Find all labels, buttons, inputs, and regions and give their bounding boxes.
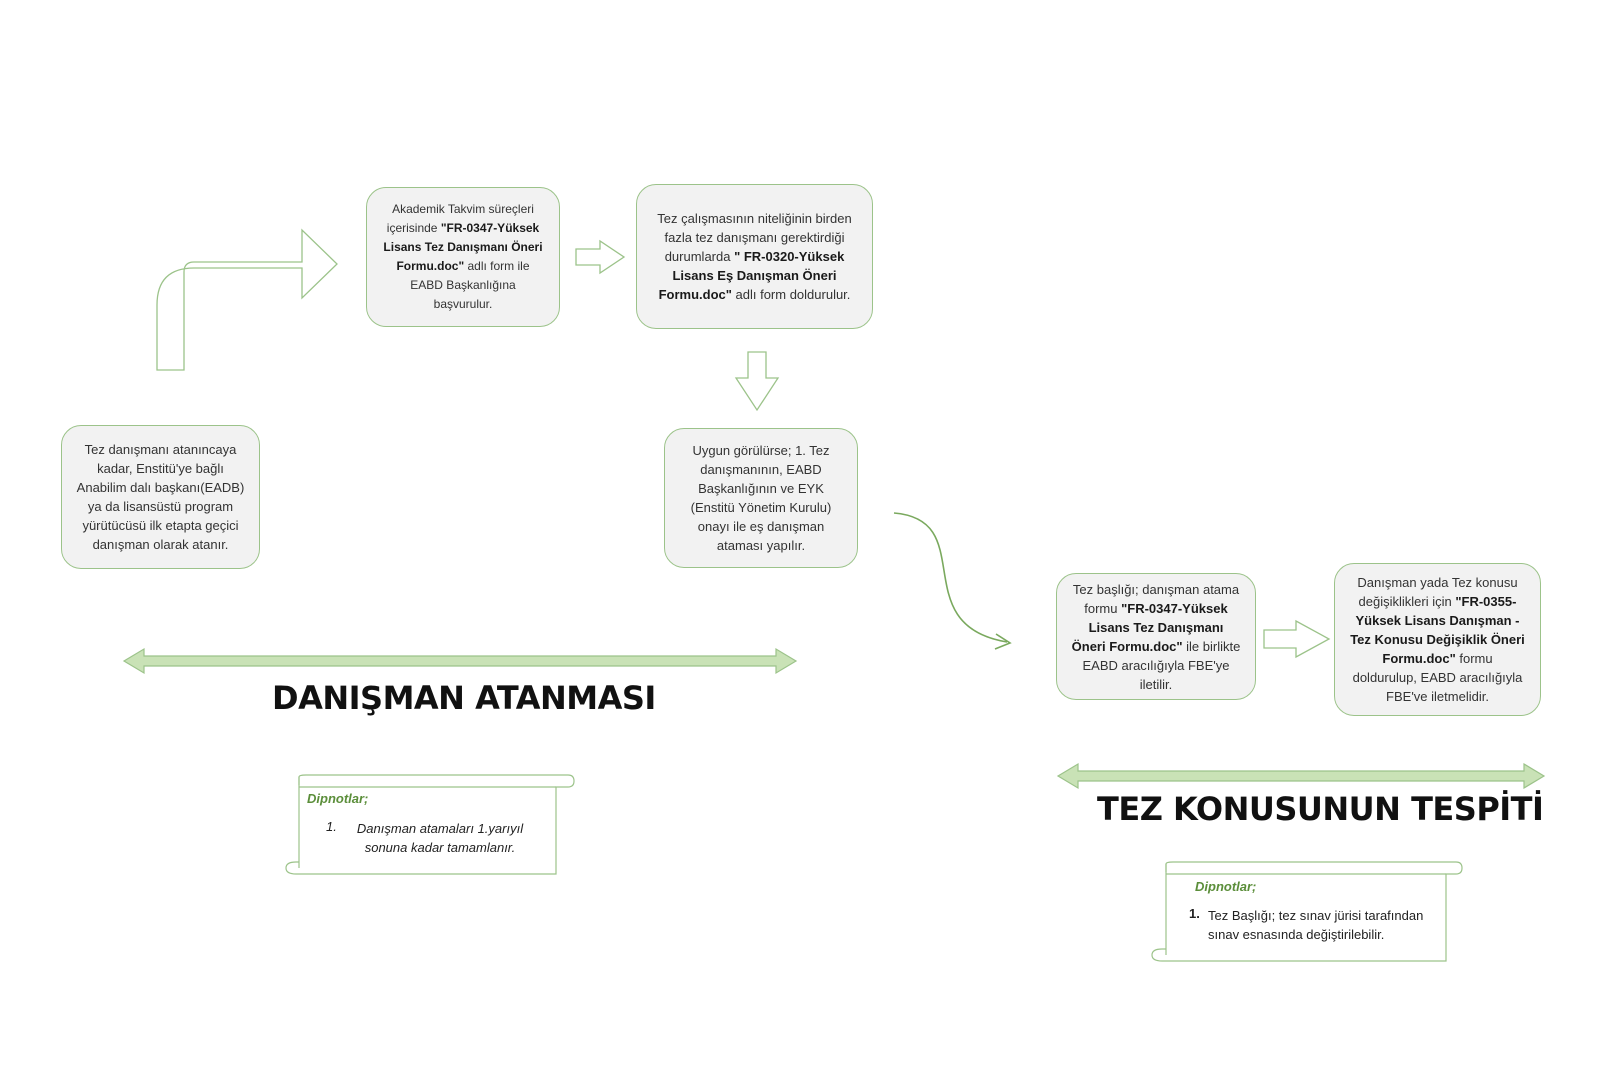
co-advisor-form-text: Tez çalışmasının niteliğinin birden fazl…	[657, 211, 852, 302]
co-advisor-form-name: " FR-0320-Yüksek Lisans Eş Danışman Öner…	[658, 249, 845, 302]
temp-advisor-text: Tez danışmanı atanıncaya kadar, Enstitü'…	[76, 442, 245, 552]
change-request-box: Danışman yada Tez konusu değişiklikleri …	[1334, 563, 1541, 716]
right-arrow-icon	[575, 239, 626, 275]
scroll-right-shape	[1151, 861, 1463, 962]
scroll-left-shape	[285, 774, 575, 875]
footnote-left-item: Danışman atamaları 1.yarıyıl sonuna kada…	[356, 821, 524, 855]
thesis-form-name: "FR-0347-Yüksek Lisans Tez Danışmanı Öne…	[1071, 600, 1228, 654]
double-arrow-bar-right	[1056, 762, 1546, 790]
footnote-right-item: Tez Başlığı; tez sınav jürisi tarafından…	[1208, 908, 1424, 942]
advisor-form-name: "FR-0347-Yüksek Lisans Tez Danışmanı Öne…	[383, 221, 543, 273]
footnote-left-number: 1.	[326, 819, 337, 834]
footnote-right-title: Dipnotlar;	[1195, 879, 1257, 894]
curved-connector-arrow	[893, 512, 1008, 643]
co-advisor-approval-text: Uygun görülürse; 1. Tez danışmanının, EA…	[690, 443, 832, 553]
footnote-left-title: Dipnotlar;	[307, 791, 369, 806]
co-advisor-approval-box: Uygun görülürse; 1. Tez danışmanının, EA…	[664, 428, 858, 568]
thesis-title-text: Tez başlığı; danışman atama formu "FR-03…	[1071, 581, 1241, 692]
bent-arrow-icon	[156, 228, 338, 371]
change-form-name: "FR-0355-Yüksek Lisans Danışman - Tez Ko…	[1350, 594, 1525, 666]
section-title-advisor-assignment: DANIŞMAN ATANMASI	[272, 679, 656, 717]
double-arrow-bar-left	[122, 647, 798, 675]
co-advisor-form-box: Tez çalışmasının niteliğinin birden fazl…	[636, 184, 873, 329]
arrowhead-icon	[994, 633, 1012, 650]
advisor-application-text: Akademik Takvim süreçleri içerisinde "FR…	[383, 202, 543, 311]
temp-advisor-box: Tez danışmanı atanıncaya kadar, Enstitü'…	[61, 425, 260, 569]
advisor-application-box: Akademik Takvim süreçleri içerisinde "FR…	[366, 187, 560, 327]
section-title-topic-determination: TEZ KONUSUNUN TESPİTİ	[1097, 790, 1544, 828]
footnote-right-number: 1.	[1189, 906, 1200, 921]
right-arrow-icon-2	[1263, 619, 1331, 659]
change-request-text: Danışman yada Tez konusu değişiklikleri …	[1350, 575, 1525, 704]
down-arrow-icon	[734, 351, 780, 412]
thesis-title-box: Tez başlığı; danışman atama formu "FR-03…	[1056, 573, 1256, 700]
